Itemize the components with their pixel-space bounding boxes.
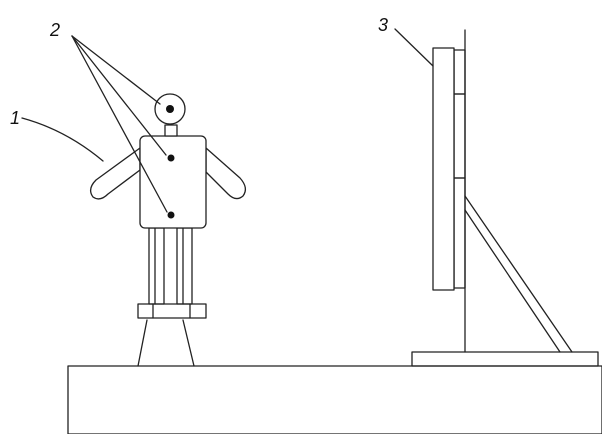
leader-lines-2 [71, 35, 168, 213]
leader-line-1 [21, 117, 104, 162]
sensor-dot-chest [167, 154, 175, 162]
sensor-dot-head [166, 105, 174, 113]
sensor-dot-waist [167, 211, 175, 219]
label-1: 1 [10, 108, 20, 128]
label-3: 3 [378, 15, 388, 35]
floor-base [67, 365, 602, 434]
mannequin-figure [89, 93, 247, 305]
panel-assembly [411, 29, 599, 367]
leader-line-3 [394, 28, 434, 67]
mannequin-stand [137, 303, 207, 367]
label-2: 2 [49, 20, 60, 40]
